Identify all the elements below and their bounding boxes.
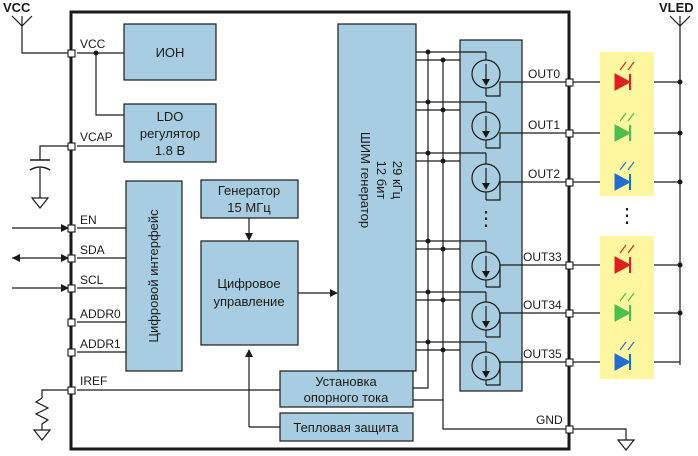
led-group-top: [600, 52, 654, 196]
ref-current-block: [279, 370, 414, 408]
ion-block: [123, 23, 217, 81]
pin-out2: [565, 178, 574, 187]
out-label-0: OUT0: [528, 67, 560, 81]
pin-en: [67, 224, 76, 233]
pin-out33: [565, 261, 574, 270]
ldo-label-line2: регулятор: [140, 126, 200, 141]
led-green-34: [614, 292, 635, 322]
ion-block-label: ИОН: [156, 45, 185, 60]
pin-out1: [565, 129, 574, 138]
pwm-label-line1: ШИМ генератор: [358, 132, 373, 228]
channel-lines: [416, 49, 486, 353]
pin-gnd: [565, 425, 574, 434]
out-label-33: OUT33: [523, 250, 562, 264]
pin-addr0: [67, 318, 76, 327]
pin-label-vcap: VCAP: [80, 130, 113, 144]
led-green-1: [614, 112, 635, 142]
generator-label-line1: Генератор: [218, 183, 280, 198]
pin-scl: [67, 284, 76, 293]
led-group-bottom: [600, 236, 654, 379]
out-label-2: OUT2: [528, 167, 560, 181]
digital-interface-label: Цифровой интерфейс: [146, 209, 161, 343]
current-source-2: [471, 153, 501, 200]
thermal-protection-block: [279, 412, 414, 442]
generator-label-line2: 15 МГц: [227, 200, 271, 215]
pin-vcc: [67, 49, 76, 58]
pin-iref: [67, 386, 76, 395]
pin-addr1: [67, 348, 76, 357]
pin-label-addr1: ADDR1: [80, 337, 121, 351]
pin-out34: [565, 309, 574, 318]
vcc-rail-label: VCC: [3, 0, 31, 15]
current-source-34: [471, 292, 501, 337]
pwm-label-line2: 12 бит: [374, 161, 389, 200]
pin-sda: [67, 254, 76, 263]
led-red-0: [614, 61, 635, 91]
ref-current-label-line2: опорного тока: [304, 390, 389, 405]
generator-block: [200, 179, 299, 219]
pin-vcap: [67, 142, 76, 151]
out-label-35: OUT35: [523, 347, 562, 361]
pin-label-vcc: VCC: [80, 37, 106, 51]
current-sources-block: [459, 39, 523, 392]
thermal-protection-label: Тепловая защита: [293, 420, 399, 435]
pin-label-sda: SDA: [80, 243, 105, 257]
pin-out35: [565, 358, 574, 367]
out-label-1: OUT1: [528, 118, 560, 132]
ldo-block: [123, 103, 217, 163]
pin-out0: [565, 78, 574, 87]
digital-control-label-line2: управление: [213, 294, 284, 309]
led-blue-2: [614, 161, 635, 191]
vled-rail-label: VLED: [659, 0, 694, 15]
led-blue-35: [614, 341, 635, 371]
pin-label-scl: SCL: [80, 273, 104, 287]
digital-control-block: [200, 240, 299, 346]
ldo-label-line1: LDO: [157, 109, 184, 124]
ldo-label-line3: 1.8 В: [155, 143, 185, 158]
current-source-1: [471, 102, 501, 148]
pin-label-gnd: GND: [536, 413, 563, 427]
pin-label-iref: IREF: [80, 374, 107, 388]
led-ellipsis: ⋮: [617, 205, 637, 227]
pwm-block: [337, 23, 417, 372]
current-source-ellipsis: ⋮: [476, 208, 496, 230]
pin-label-addr0: ADDR0: [80, 307, 121, 321]
pin-label-en: EN: [80, 213, 97, 227]
digital-control-label-line1: Цифровое: [217, 276, 280, 291]
pwm-label-line3: 29 кГц: [390, 161, 405, 200]
digital-interface-block: [125, 180, 183, 372]
out-label-34: OUT34: [523, 298, 562, 312]
ref-current-label-line1: Установка: [315, 374, 377, 389]
led-red-33: [614, 244, 635, 274]
current-source-0: [471, 52, 501, 96]
